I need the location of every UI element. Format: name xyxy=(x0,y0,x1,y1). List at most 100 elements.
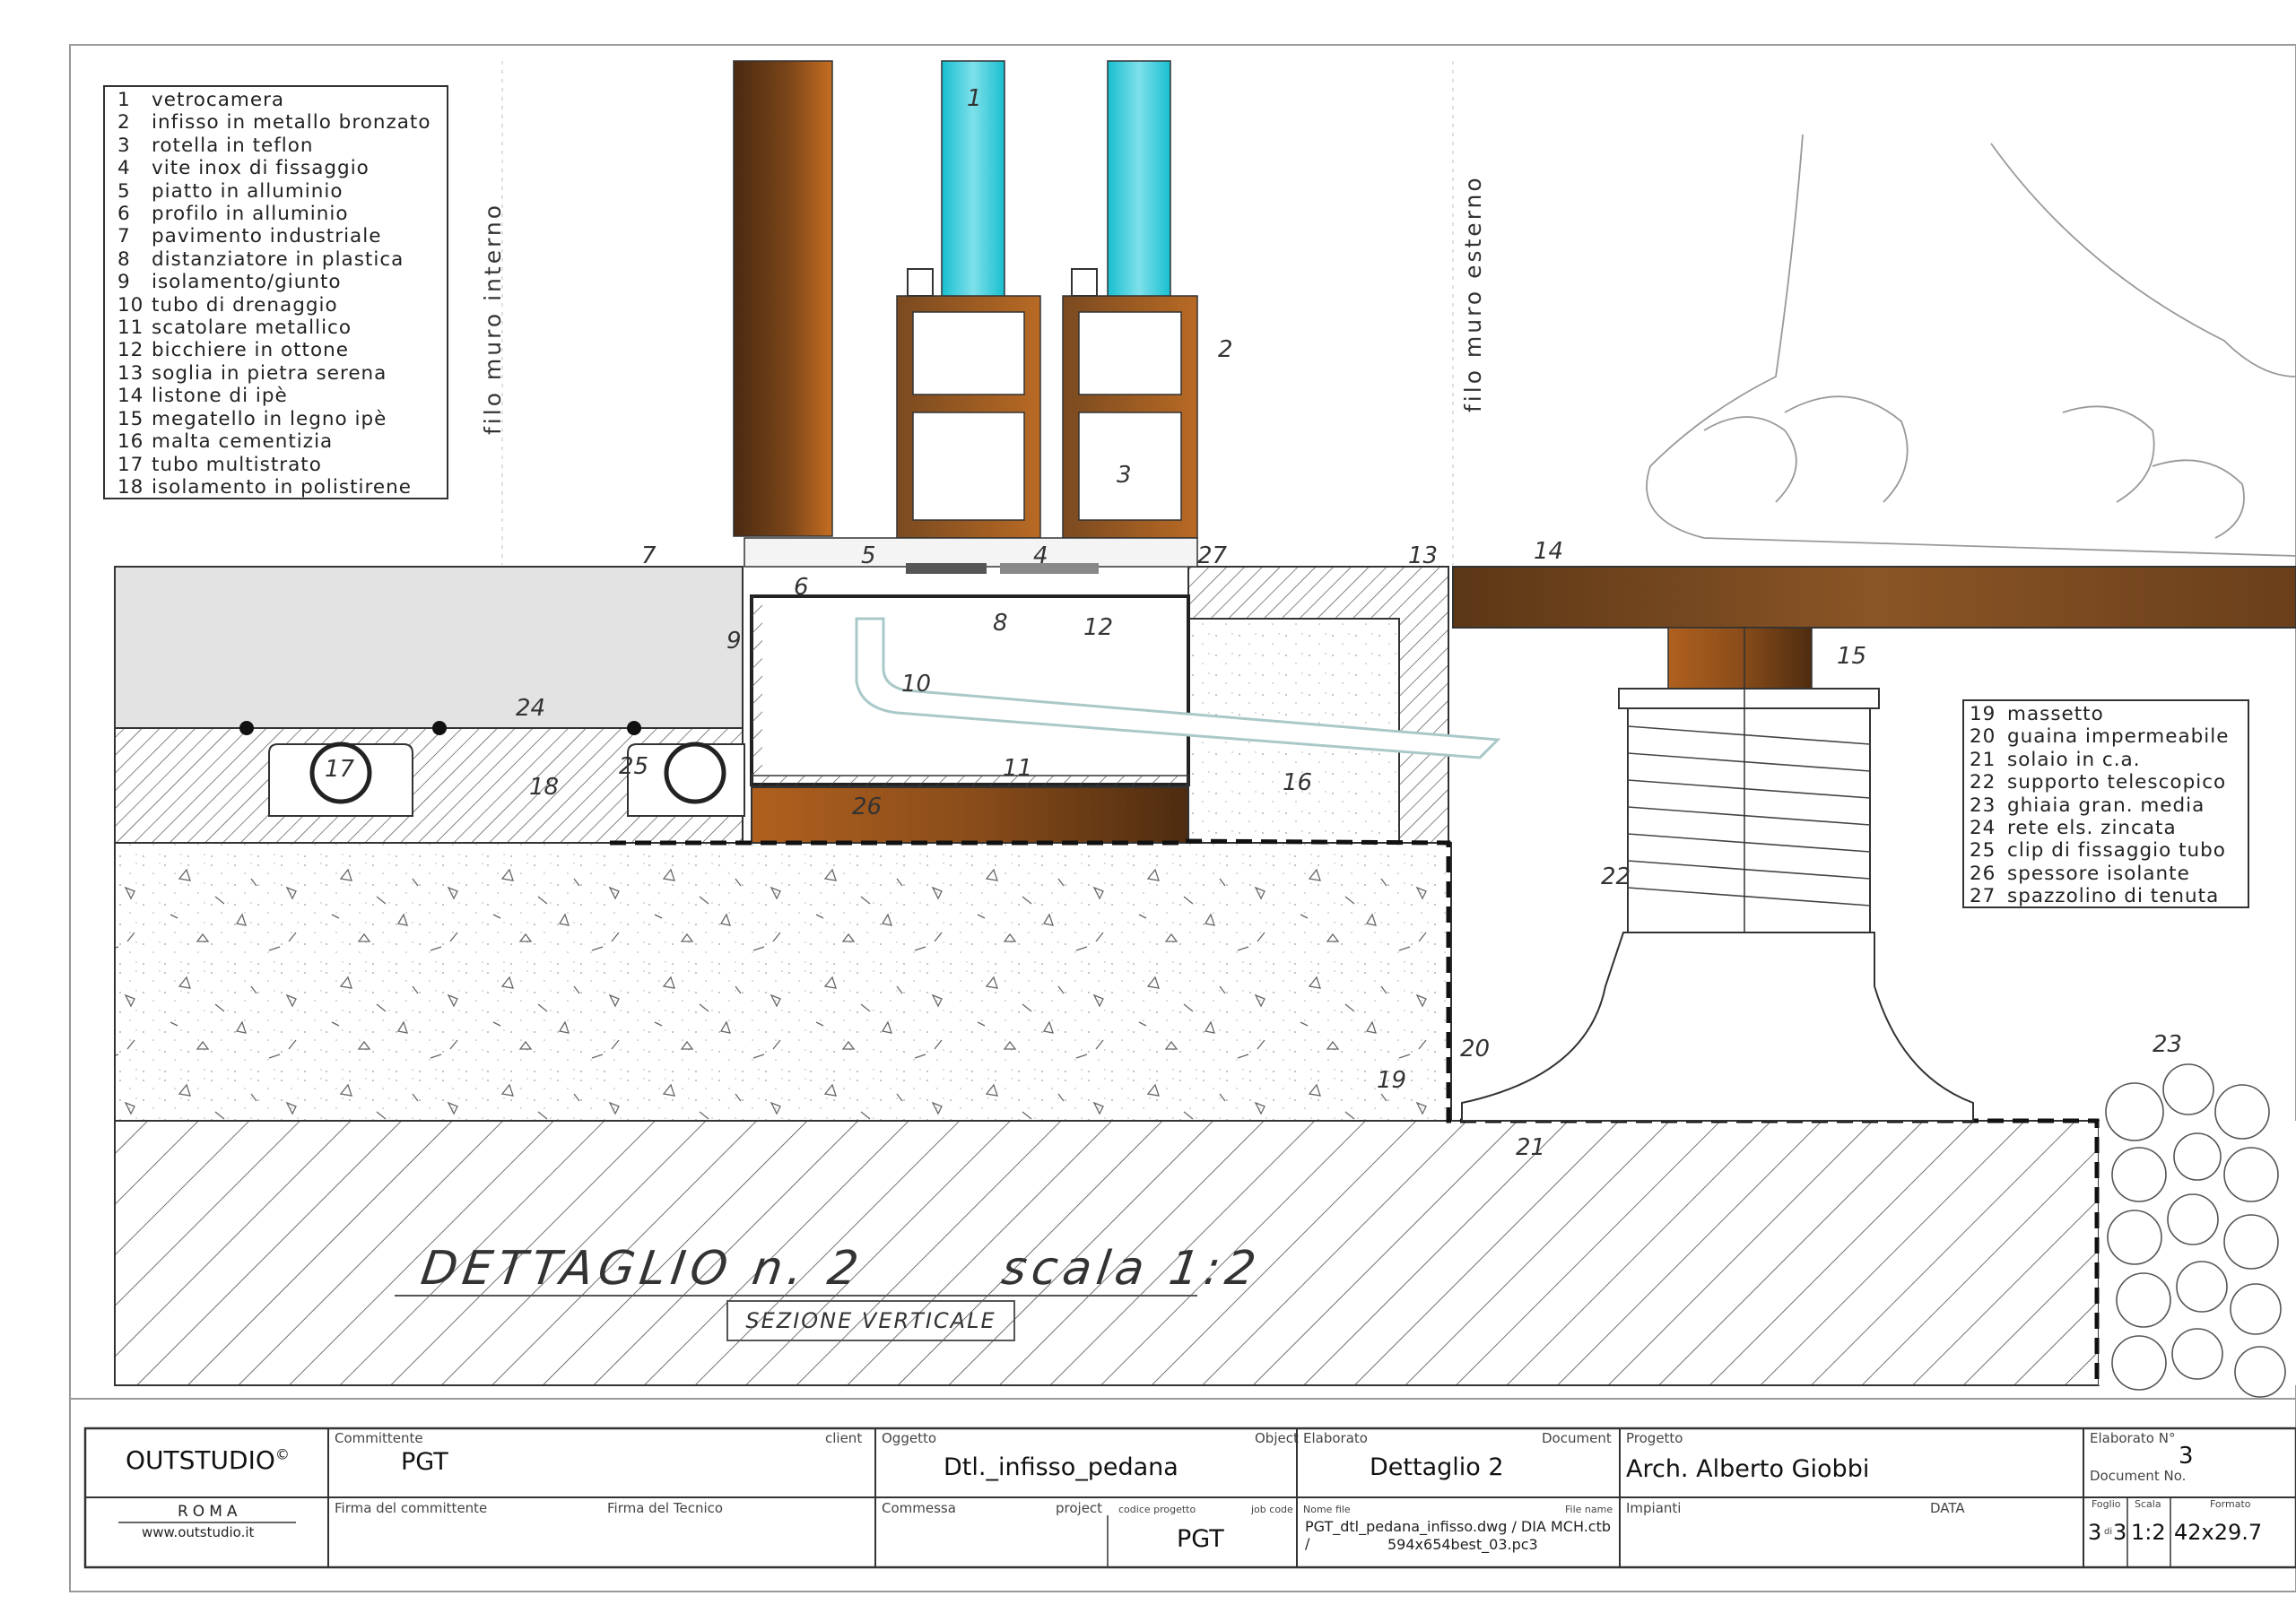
legend-item-text: spessore isolante xyxy=(2007,862,2190,885)
legend-item: 26 spessore isolante xyxy=(1970,863,2248,885)
legend-item-text: soglia in pietra serena xyxy=(152,361,387,385)
callout-27: 27 xyxy=(1197,542,1228,569)
legend-item-text: vetrocamera xyxy=(152,89,285,111)
legend-item-text: ghiaia gran. media xyxy=(2007,794,2205,817)
legend-item: 4 vite inox di fissaggio xyxy=(117,157,447,179)
legend-item-text: isolamento/giunto xyxy=(152,271,342,294)
legend-item-text: malta cementizia xyxy=(152,430,334,454)
callout-9: 9 xyxy=(726,628,742,655)
callout-22: 22 xyxy=(1601,863,1631,890)
legend-item-text: pavimento industriale xyxy=(152,225,382,248)
document-number-cell: Elaborato N° 3 Document No. Foglio Scala… xyxy=(2083,1428,2296,1567)
legend-item-text: tubo multistrato xyxy=(152,453,322,476)
detail-title: DETTAGLIO n. 2 scala 1:2 xyxy=(418,1242,1265,1296)
callout-16: 16 xyxy=(1283,769,1313,796)
callout-15: 15 xyxy=(1837,643,1867,670)
legend-item: 18 isolamento in polistirene xyxy=(117,476,447,499)
legend-item-text: vite inox di fissaggio xyxy=(152,157,370,180)
format-value: 42x29.7 xyxy=(2174,1520,2263,1545)
legend-item-number: 6 xyxy=(117,203,131,226)
legend-item-number: 22 xyxy=(1970,771,1996,794)
filename-value-2: 594x654best_03.pc3 xyxy=(1387,1536,1538,1553)
callout-26: 26 xyxy=(852,794,883,820)
job-code-value: PGT xyxy=(1177,1525,1224,1553)
legend-item-text: scatolare metallico xyxy=(152,317,352,340)
studio-city: ROMA xyxy=(178,1503,242,1521)
callout-1: 1 xyxy=(967,85,982,112)
callout-14: 14 xyxy=(1534,538,1564,565)
legend-item-text: solaio in c.a. xyxy=(2007,748,2141,771)
legend-item: 20 guaina impermeabile xyxy=(1970,725,2248,748)
callout-18: 18 xyxy=(529,774,560,801)
document-cell: Elaborato Document Dettaglio 2 Nome file… xyxy=(1296,1428,1619,1567)
legend-item-text: rete els. zincata xyxy=(2007,817,2177,840)
legend-item: 14 listone di ipè xyxy=(117,385,447,407)
callout-3: 3 xyxy=(1117,462,1132,489)
legend-item-number: 14 xyxy=(117,385,144,408)
callout-7: 7 xyxy=(641,542,657,569)
legend-item-text: listone di ipè xyxy=(152,385,288,408)
callout-23: 23 xyxy=(2152,1031,2183,1058)
studio-website: www.outstudio.it xyxy=(142,1524,255,1540)
callout-8: 8 xyxy=(993,610,1008,637)
legend-item-text: piatto in alluminio xyxy=(152,179,344,203)
callout-21: 21 xyxy=(1516,1134,1546,1161)
legend-item-number: 23 xyxy=(1970,794,1996,817)
legend-item-number: 2 xyxy=(117,111,131,134)
legend-item: 15 megatello in legno ipè xyxy=(117,408,447,430)
section-subtitle: SEZIONE VERTICALE xyxy=(726,1300,1015,1341)
sheet-number: 3 xyxy=(2088,1520,2102,1545)
legend-item-text: clip di fissaggio tubo xyxy=(2007,839,2226,863)
legend-item-text: profilo in alluminio xyxy=(152,203,349,226)
legend-item: 9 isolamento/giunto xyxy=(117,271,447,293)
callout-19: 19 xyxy=(1377,1067,1407,1094)
legend-item-number: 25 xyxy=(1970,839,1996,863)
legend-item: 11 scatolare metallico xyxy=(117,317,447,339)
legend-item-number: 15 xyxy=(117,407,144,430)
callout-6: 6 xyxy=(794,574,809,601)
outer-wall-label: filo muro esterno xyxy=(1460,175,1486,412)
legend-item-number: 9 xyxy=(117,271,131,294)
legend-item: 16 malta cementizia xyxy=(117,430,447,453)
legend-item-text: megatello in legno ipè xyxy=(152,407,387,430)
document-number-value: 3 xyxy=(2179,1443,2194,1470)
legend-item-number: 7 xyxy=(117,225,131,248)
legend-item: 1 vetrocamera xyxy=(117,89,447,111)
legend-item-text: spazzolino di tenuta xyxy=(2007,885,2220,908)
legend-item-text: guaina impermeabile xyxy=(2007,725,2230,749)
callout-11: 11 xyxy=(1003,755,1033,782)
sheet-total: 3 xyxy=(2113,1520,2127,1545)
scale-value: 1:2 xyxy=(2131,1520,2166,1545)
callout-4: 4 xyxy=(1033,542,1048,569)
legend-item-number: 1 xyxy=(117,89,131,111)
legend-item: 7 pavimento industriale xyxy=(117,225,447,247)
legend-item-number: 17 xyxy=(117,453,144,476)
legend-item-number: 11 xyxy=(117,317,144,340)
legend-item-text: rotella in teflon xyxy=(152,134,314,157)
callout-12: 12 xyxy=(1083,614,1114,641)
legend-item-number: 16 xyxy=(117,430,144,454)
legend-item-number: 8 xyxy=(117,247,131,271)
legend-item-number: 5 xyxy=(117,179,131,203)
legend-item-number: 12 xyxy=(117,339,144,362)
project-cell: Progetto Arch. Alberto Giobbi Impianti D… xyxy=(1619,1428,2083,1567)
legend-item-number: 26 xyxy=(1970,862,1996,885)
legend-item: 6 profilo in alluminio xyxy=(117,203,447,225)
inner-wall-label: filo muro interno xyxy=(480,202,506,435)
legend-item: 17 tubo multistrato xyxy=(117,454,447,476)
legend-item-number: 4 xyxy=(117,157,131,180)
legend-item-text: isolamento in polistirene xyxy=(152,475,412,499)
legend-item-number: 10 xyxy=(117,293,144,317)
studio-name: OUTSTUDIO© xyxy=(126,1445,290,1475)
legend-item-number: 18 xyxy=(117,475,144,499)
legend-item-number: 20 xyxy=(1970,725,1996,749)
legend-item-number: 13 xyxy=(117,361,144,385)
